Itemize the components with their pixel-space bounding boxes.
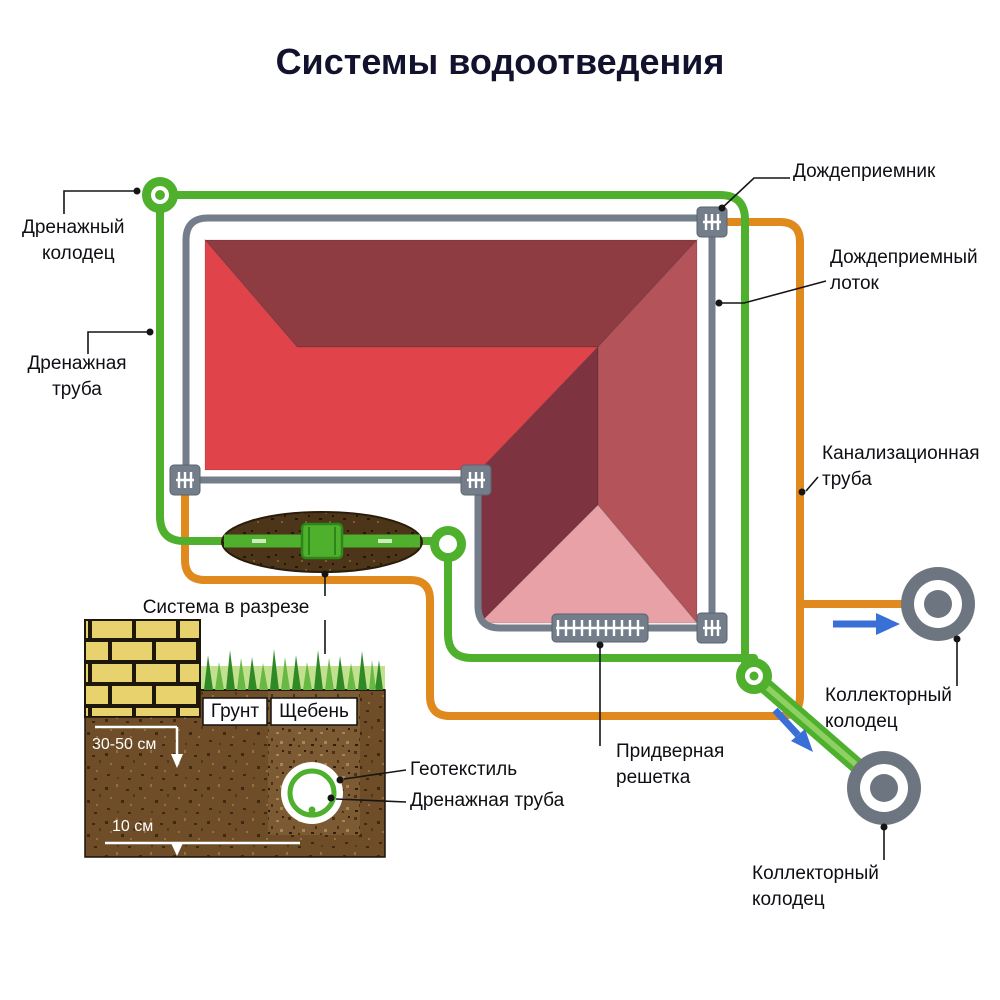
leader-dot (953, 635, 961, 643)
depth-arrowhead-icon (171, 754, 183, 768)
grass-blades-dark (204, 649, 383, 690)
leader-sewer (805, 476, 819, 492)
pipe-cross-section (281, 762, 343, 824)
leader-dot (715, 299, 723, 307)
dim-depth: 30-50 см (92, 725, 183, 768)
leader-gutter (722, 280, 827, 304)
leader-dot (880, 823, 888, 831)
label-collector-bottom-line2: колодец (752, 889, 825, 910)
label-rain-inlet: Дождеприемник (793, 161, 936, 182)
junction-circle-icon (736, 658, 772, 694)
leader-dot (146, 328, 154, 336)
flow-arrow-diagonal-icon (772, 707, 813, 752)
door-grate-icon (551, 613, 649, 643)
drainage-pipe-bottom (444, 537, 758, 662)
cross-section-panel: Грунт Щебень 30-50 см 10 см (84, 619, 386, 858)
roof-illustration (203, 238, 699, 625)
gravel-label: Щебень (279, 701, 349, 722)
label-collector-bottom-line1: Коллекторный (752, 863, 879, 884)
collector-well-icon-bottom (847, 751, 921, 825)
leader-rain-inlet (721, 177, 790, 209)
channel-inlet-icon-mid (460, 464, 492, 496)
label-drain-well-line2: колодец (42, 243, 115, 264)
diagram-title: Системы водоотведения (276, 41, 725, 82)
drainage-well-icon (142, 177, 178, 213)
brick-wall (84, 619, 201, 718)
leader-drain-pipe (87, 331, 148, 354)
leader-dot (327, 794, 335, 802)
leader-dot (336, 776, 344, 784)
gutter-channel (182, 214, 716, 632)
sewer-pipe (181, 218, 905, 720)
label-gutter-line1: Дождеприемный (830, 247, 978, 268)
pipe-coupling (300, 522, 344, 560)
discharge-pipe-highlight (759, 680, 871, 778)
label-sewer-line2: труба (822, 469, 872, 490)
channel-inlet-icon-left (169, 464, 201, 496)
leader-dot (798, 488, 806, 496)
label-collector-top-line2: колодец (825, 711, 898, 732)
label-drain-pipe-line1: Дренажная (27, 353, 126, 374)
leader-drain-pipe-section (335, 798, 407, 803)
label-drain-pipe-section: Дренажная труба (410, 790, 565, 811)
label-door-grate-line1: Придверная (616, 741, 724, 762)
bottom-dim-label: 10 см (112, 818, 153, 835)
dim-bottom: 10 см (105, 818, 300, 856)
collector-well-icon-top (901, 567, 975, 641)
label-door-grate-line2: решетка (616, 767, 691, 788)
leader-dot (718, 204, 726, 212)
channel-inlet-icon-corner (696, 612, 728, 644)
pipe-drain-dot (308, 806, 316, 814)
flow-arrow-right-icon (833, 613, 900, 635)
soil-label: Грунт (211, 701, 260, 722)
leader-dot (596, 641, 604, 649)
rain-inlet-icon (696, 206, 728, 238)
label-drain-pipe-line2: труба (52, 379, 102, 400)
geotextile-oval (221, 511, 423, 573)
bottom-arrowhead-icon (171, 843, 183, 856)
leader-dot (321, 570, 329, 578)
gravel-label-box: Щебень (270, 697, 358, 726)
leader-lines (63, 177, 961, 860)
soil-label-box: Грунт (202, 697, 268, 726)
label-drain-well-line1: Дренажный (22, 217, 125, 238)
leader-dot (133, 187, 141, 195)
label-collector-top-line1: Коллекторный (825, 685, 952, 706)
leader-drain-well (63, 190, 135, 214)
inspection-circle-icon (430, 526, 466, 562)
sewer-pipe-main (181, 218, 804, 720)
label-cross-section: Система в разрезе (143, 597, 310, 618)
leader-geotextile (343, 769, 407, 780)
label-gutter-line2: лоток (830, 273, 880, 294)
label-sewer-line1: Канализационная (822, 443, 980, 464)
label-geotextile: Геотекстиль (410, 759, 517, 780)
depth-dim-label: 30-50 см (92, 736, 156, 753)
